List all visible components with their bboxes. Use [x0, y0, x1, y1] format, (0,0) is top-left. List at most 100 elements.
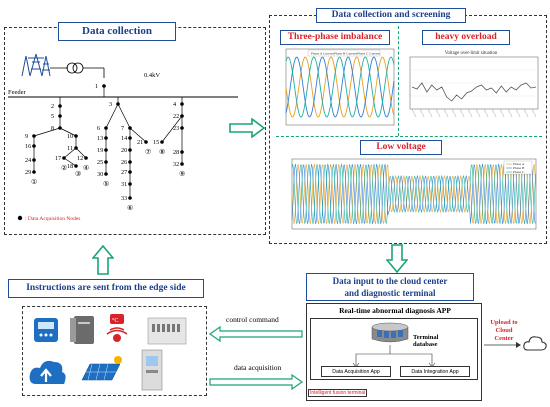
overload-chart-title: Voltage over-limit situation — [445, 51, 498, 56]
node-label-23: 23 — [173, 125, 179, 132]
node-8 — [58, 126, 62, 130]
node-7 — [128, 126, 132, 130]
node-label-12: 12 — [77, 155, 83, 162]
node-18 — [74, 164, 78, 168]
node-22 — [180, 114, 184, 118]
terminal-database-label: Terminal database — [413, 334, 438, 348]
control-command-arrow — [208, 326, 303, 342]
cloud-input-title: Data input to the cloud center and diagn… — [306, 273, 474, 301]
upload-cloud-line1: Upload to — [490, 319, 518, 326]
node-10 — [74, 134, 78, 138]
imbalance-legend-c: Phase C Current — [357, 52, 380, 56]
node-14 — [128, 136, 132, 140]
node-label-6: 6 — [97, 125, 100, 132]
low-voltage-legend-a: Phase A — [513, 162, 525, 166]
node-label-27: 27 — [121, 169, 127, 176]
node-4 — [180, 102, 184, 106]
server-box-icon — [70, 316, 94, 344]
node-29 — [32, 170, 36, 174]
branch-end-6: ⑥ — [127, 204, 133, 212]
node-16 — [32, 144, 36, 148]
terminal-database-line2: database — [413, 341, 438, 348]
node-26 — [128, 160, 132, 164]
node-label-15: 15 — [153, 139, 159, 146]
low-voltage-wave-3 — [291, 163, 536, 225]
low-voltage-chart: Phase A Phase B Phase C — [291, 158, 537, 230]
transmission-tower-icon — [21, 53, 51, 77]
fusion-terminal-label: Intelligent fusion terminal — [308, 389, 368, 397]
screening-divider-horizontal — [276, 136, 542, 137]
node-12 — [84, 156, 88, 160]
terminal-database-line1: Terminal — [413, 334, 439, 341]
node-31 — [128, 182, 132, 186]
upload-cloud-line3: Center — [494, 335, 514, 342]
terminal-inner-box — [310, 318, 478, 380]
data-integration-app[interactable]: Data Integration App — [400, 366, 470, 377]
node-label-2: 2 — [51, 103, 54, 110]
node-label-33: 33 — [121, 195, 127, 202]
node-label-32: 32 — [173, 161, 179, 168]
node-11 — [74, 146, 78, 150]
distribution-cabinet-icon — [147, 317, 187, 345]
three-phase-imbalance-title: Three-phase imbalance — [280, 30, 390, 45]
arrow-instructions-up — [92, 245, 114, 275]
node-label-9: 9 — [25, 133, 28, 140]
node-label-14: 14 — [121, 135, 127, 142]
cloud-input-title-line2: and diagnostic terminal — [344, 288, 436, 298]
node-17 — [62, 156, 66, 160]
screening-title: Data collection and screening — [316, 8, 466, 23]
node-label-24: 24 — [25, 157, 31, 164]
node-2 — [58, 104, 62, 108]
feeder-label: Feeder — [8, 89, 27, 96]
node-23 — [180, 126, 184, 130]
node-label-18: 18 — [67, 163, 73, 170]
cloud-upload-icon — [29, 360, 66, 384]
node-6 — [104, 126, 108, 130]
node-19 — [104, 148, 108, 152]
node-25 — [104, 160, 108, 164]
edge-devices-panel — [22, 306, 207, 396]
heavy-overload-title: heavy overload — [422, 30, 510, 45]
instructions-title: Instructions are sent from the edge side — [8, 279, 204, 298]
electrical-cabinet-icon — [141, 349, 163, 391]
branch-end-9: ⑨ — [179, 170, 185, 178]
arrow-screening-to-cloud — [386, 244, 408, 274]
node-label-21: 21 — [137, 139, 143, 146]
node-30 — [104, 172, 108, 176]
cloud-icon[interactable] — [522, 332, 548, 354]
node-label-19: 19 — [97, 147, 103, 154]
branch-end-8: ⑧ — [159, 148, 165, 156]
imbalance-wave-3 — [285, 56, 395, 118]
node-5 — [58, 114, 62, 118]
transformer-icon — [66, 62, 78, 74]
node-label-22: 22 — [173, 113, 179, 120]
branch-end-5: ⑤ — [103, 180, 109, 188]
three-phase-imbalance-chart: Phase A Current Phase B Current Phase C … — [285, 48, 395, 126]
low-voltage-legend-b: Phase B — [513, 166, 525, 170]
node-28 — [180, 150, 184, 154]
branch-end-1: ① — [31, 178, 37, 186]
node-20 — [128, 148, 132, 152]
node-label-11: 11 — [67, 145, 73, 152]
node-label-13: 13 — [97, 135, 103, 142]
node-1 — [102, 84, 106, 88]
node-label-26: 26 — [121, 159, 127, 166]
node-label-10: 10 — [67, 133, 73, 140]
temperature-sensor-icon: °C — [106, 314, 128, 342]
node-label-20: 20 — [121, 147, 127, 154]
node-24 — [32, 158, 36, 162]
node-label-1: 1 — [95, 83, 98, 90]
upload-arrow — [484, 342, 521, 348]
low-voltage-title: Low voltage — [360, 140, 442, 155]
node-21 — [144, 140, 148, 144]
branch-end-3: ③ — [75, 170, 81, 178]
node-13 — [104, 136, 108, 140]
svg-text:°C: °C — [112, 317, 118, 324]
node-label-31: 31 — [121, 181, 127, 188]
node-label-7: 7 — [121, 125, 124, 132]
edge-device-icons: °C — [29, 314, 187, 391]
data-acquisition-app[interactable]: Data Acquisition App — [321, 366, 391, 377]
node-32 — [180, 162, 184, 166]
node-label-17: 17 — [55, 155, 61, 162]
